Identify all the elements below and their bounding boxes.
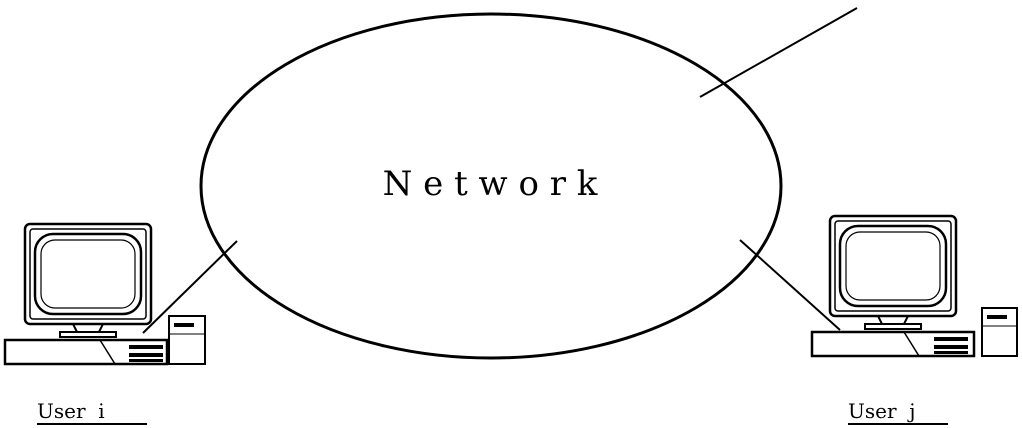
user-j-link-line xyxy=(740,240,840,330)
user-j-computer-icon xyxy=(812,216,1017,356)
user-j-label: User j xyxy=(848,399,915,423)
network-label: N e t w o r k xyxy=(383,164,598,204)
external-link-line xyxy=(700,8,857,97)
user-i-label: User i xyxy=(37,399,105,423)
user-i-computer-icon xyxy=(5,224,205,364)
